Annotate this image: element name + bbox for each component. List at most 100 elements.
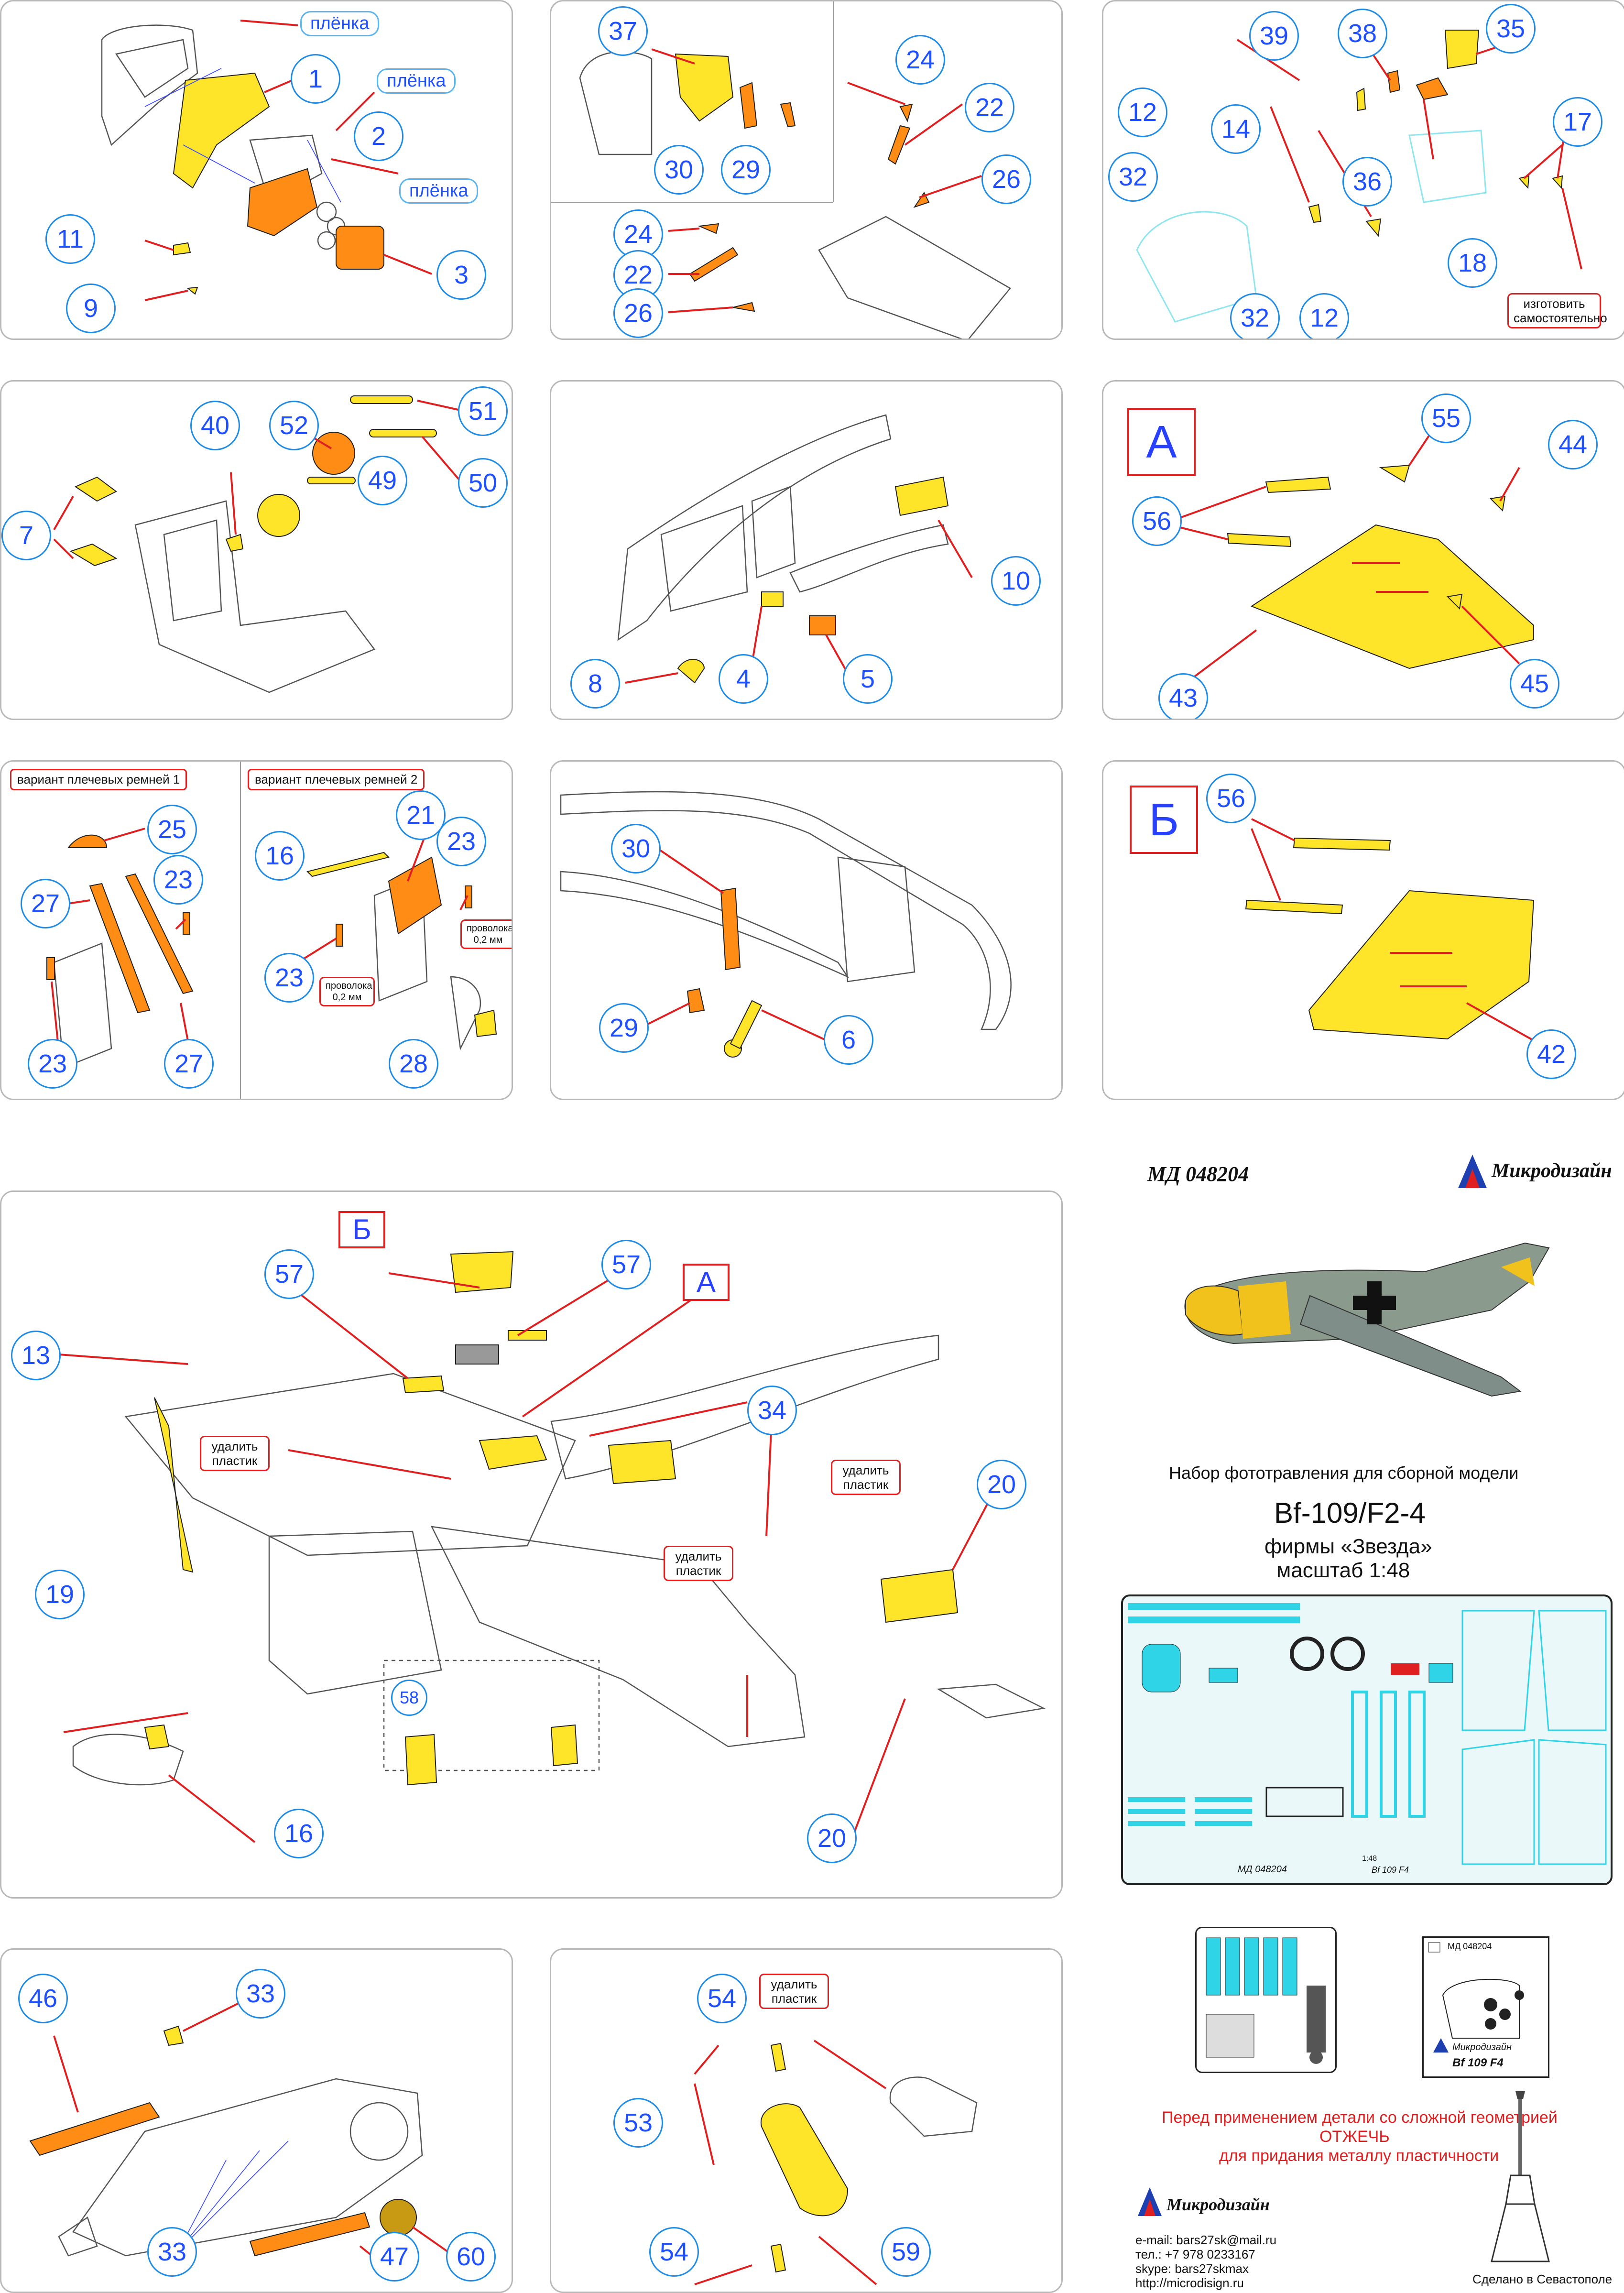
- part-number: 58: [391, 1680, 427, 1716]
- harness-variant-2: вариант плечевых ремней 2: [248, 769, 425, 790]
- warning-line-3: для придания металлу пластичности: [1219, 2147, 1499, 2165]
- part-number: 35: [1486, 4, 1536, 54]
- part-number: 25: [147, 805, 197, 854]
- panel-canopy: 39 38 35 12 14 17 32 36 18 32 12 изготов…: [1102, 0, 1624, 340]
- part-number: 33: [147, 2227, 197, 2277]
- film-sheet-2-drawing: [1428, 1942, 1524, 2053]
- part-number: 20: [807, 1813, 857, 1863]
- part-number: 39: [1249, 11, 1299, 61]
- part-number: 57: [264, 1249, 314, 1299]
- part-number: 56: [1206, 774, 1256, 823]
- kit-manufacturer: фирмы «Звезда»: [1264, 1535, 1432, 1558]
- part-number: 50: [458, 458, 508, 508]
- panel-seat-pedals: 40 52 51 50 49 7: [0, 380, 513, 720]
- film-sheet-2: МД 048204 Микродизайн Bf 109 F4: [1422, 1936, 1549, 2078]
- fret-model: Bf 109 F4: [1372, 1865, 1409, 1875]
- panel-cockpit-side: 10 8 4 5: [550, 380, 1063, 720]
- contact-email: e-mail: bars27sk@mail.ru: [1135, 2233, 1277, 2247]
- part-number: 33: [236, 1969, 285, 2019]
- info-area: МД 048204 Микродизайн Набор фототравлени…: [1085, 1147, 1624, 2290]
- part-number: 27: [21, 879, 70, 928]
- flap-b-drawing: [1245, 818, 1548, 1049]
- part-number: 54: [697, 1974, 747, 2023]
- cockpit-right-drawing: [560, 791, 1012, 1058]
- remove-plastic-note: удалить пластик: [759, 1974, 829, 2009]
- fret-scale: 1:48: [1362, 1855, 1377, 1863]
- part-number: 53: [613, 2098, 663, 2148]
- part-number: 30: [654, 145, 704, 195]
- film-sheet-brand: Микродизайн: [1452, 2042, 1512, 2053]
- part-number: 49: [358, 456, 407, 505]
- part-number: 32: [1230, 293, 1280, 338]
- kit-description: Набор фототравления для сборной модели: [1169, 1463, 1519, 1483]
- part-number: 4: [719, 654, 768, 704]
- part-number: 60: [446, 2232, 496, 2282]
- film-sheet-model: Bf 109 F4: [1452, 2056, 1504, 2069]
- part-number: 12: [1118, 87, 1167, 137]
- part-number: 9: [66, 284, 116, 333]
- section-letter-a: A: [1127, 408, 1196, 476]
- instrument-panel-drawing: [101, 20, 432, 301]
- part-number: 6: [824, 1015, 873, 1065]
- part-number: 45: [1510, 659, 1559, 709]
- film-label: плёнка: [399, 178, 479, 204]
- part-number: 54: [649, 2227, 699, 2277]
- part-number: 18: [1448, 238, 1497, 288]
- warning-line-1: Перед применением детали со сложной геом…: [1162, 2108, 1558, 2127]
- contact-logo-icon: [1138, 2187, 1162, 2216]
- part-number: 44: [1548, 420, 1598, 470]
- film-label: плёнка: [300, 11, 380, 36]
- brand-logo: [1456, 1152, 1489, 1193]
- remove-plastic-note: удалить пластик: [664, 1546, 733, 1581]
- panel-harness: вариант плечевых ремней 1 вариант плечев…: [0, 760, 513, 1100]
- part-number: 16: [255, 831, 305, 881]
- contact-skype: skype: bars27skmax: [1135, 2261, 1249, 2276]
- section-letter-b: Б: [1130, 786, 1198, 854]
- part-number: 23: [264, 953, 314, 1003]
- part-number: 26: [981, 154, 1031, 204]
- part-number: 12: [1299, 293, 1349, 338]
- part-number: 46: [18, 1974, 68, 2023]
- contact-logo: [1135, 2185, 1164, 2221]
- part-number: 11: [45, 214, 95, 264]
- cockpit-floor-drawing: [551, 1, 1011, 338]
- part-number: 37: [598, 6, 648, 56]
- seat-pedals-drawing: [53, 395, 466, 693]
- contact-site: http://microdisign.ru: [1135, 2276, 1244, 2290]
- product-code: МД 048204: [1147, 1162, 1249, 1186]
- aircraft-photo: [1184, 1242, 1550, 1397]
- part-number: 59: [881, 2227, 931, 2277]
- part-number: 22: [965, 83, 1014, 132]
- part-number: 43: [1158, 673, 1208, 719]
- film-sheet-code: МД 048204: [1448, 1942, 1492, 1951]
- section-letter-a-marker: A: [683, 1264, 730, 1301]
- panel-exhaust-filter: 54 53 54 59 удалить пластик: [550, 1948, 1063, 2293]
- part-number: 32: [1108, 152, 1158, 202]
- part-number: 16: [274, 1809, 324, 1858]
- part-number: 56: [1132, 496, 1182, 546]
- self-made-note: изготовить самостоятельно: [1507, 293, 1607, 328]
- fret-sheet: МД 048204 1:48 Bf 109 F4: [1121, 1594, 1613, 1885]
- part-number: 10: [991, 556, 1041, 606]
- part-number: 40: [190, 401, 240, 450]
- fret-sheet-drawing: [1128, 1603, 1607, 1865]
- part-number: 51: [458, 386, 508, 436]
- part-number: 28: [389, 1039, 438, 1089]
- airframe-drawing: [58, 1251, 1046, 1843]
- warning-line-2: ОТЖЕЧЬ: [1319, 2128, 1390, 2146]
- brand-logo-icon: [1458, 1155, 1487, 1188]
- part-number: 29: [721, 145, 771, 195]
- wire-note: проволока 0,2 мм: [319, 977, 375, 1006]
- part-number: 21: [396, 790, 446, 840]
- panel-airframe: Б A 57 57 13 34 20 19 16 20 58 удалить п…: [0, 1190, 1063, 1899]
- contact-brand: Микродизайн: [1166, 2195, 1270, 2214]
- part-number: 14: [1211, 104, 1261, 154]
- panel-cockpit-right: 30 29 6: [550, 760, 1063, 1100]
- part-number: 23: [153, 855, 203, 905]
- part-number: 3: [436, 250, 486, 300]
- part-number: 30: [611, 824, 661, 874]
- contact-phone: тел.: +7 978 0233167: [1135, 2247, 1255, 2261]
- panel-engine: 46 33 33 47 60: [0, 1948, 513, 2293]
- film-sheet-1-drawing: [1206, 1937, 1326, 2064]
- part-number: 36: [1342, 157, 1392, 207]
